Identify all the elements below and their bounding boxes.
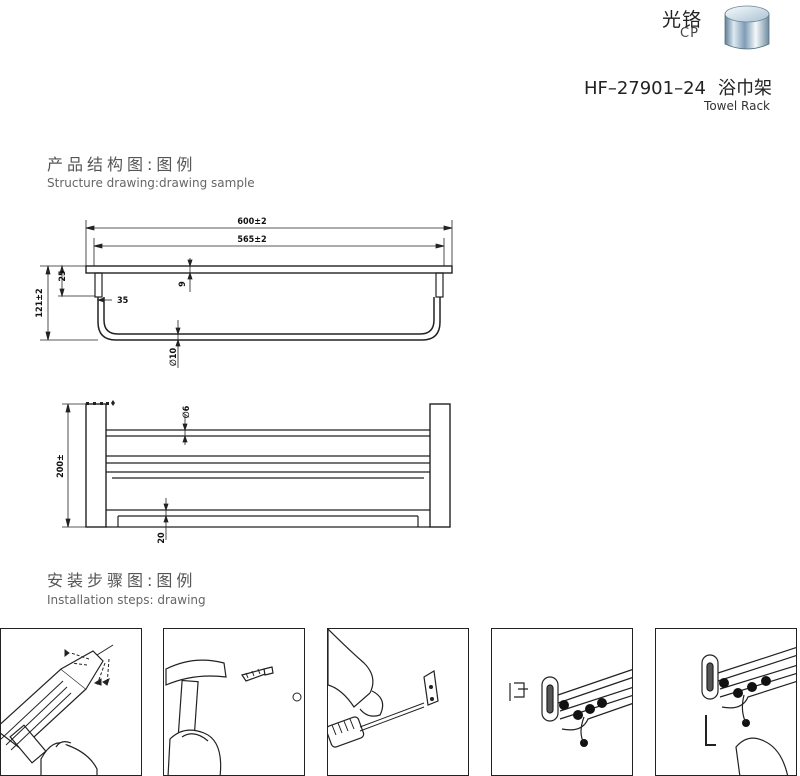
depth-label: 200± [56, 454, 66, 478]
thickness-label: 9 [178, 281, 188, 287]
base-label: 20 [157, 532, 167, 544]
model-number: HF–27901–24 [583, 78, 706, 99]
tube-diameter-label: ∅10 [169, 348, 179, 367]
install-step-1-drill [0, 628, 142, 776]
overall-width-label: 600±2 [237, 217, 266, 227]
install-step-3-screwdriver [327, 628, 469, 776]
install-step-2-hammer [163, 628, 305, 776]
finish-code: CP [680, 26, 699, 41]
product-model: HF–27901–24 浴巾架 [584, 74, 772, 100]
structure-title-cn: 产品结构图:图例 [47, 155, 197, 174]
install-step-4-attach [491, 628, 633, 776]
front-view-drawing: 600±2 565±2 121±2 25 35 9 ∅10 [35, 217, 453, 368]
offset-label: 35 [117, 296, 129, 306]
install-step-5-tighten [655, 628, 797, 776]
product-name-en: Towel Rack [704, 99, 770, 113]
top-view-drawing: 200± ∅6 20 [56, 400, 451, 544]
structure-title-en: Structure drawing:drawing sample [47, 176, 255, 190]
inner-width-label: 565±2 [237, 235, 266, 245]
chrome-swatch-icon [724, 5, 770, 50]
product-name-cn: 浴巾架 [718, 78, 772, 99]
install-title-cn: 安装步骤图:图例 [47, 571, 197, 590]
install-title-en: Installation steps: drawing [47, 593, 206, 607]
height-label: 121±2 [35, 288, 45, 317]
rod-diameter-label: ∅6 [182, 405, 192, 418]
finish-name: 光铬 [662, 9, 703, 31]
bracket-height-label: 25 [58, 270, 68, 282]
